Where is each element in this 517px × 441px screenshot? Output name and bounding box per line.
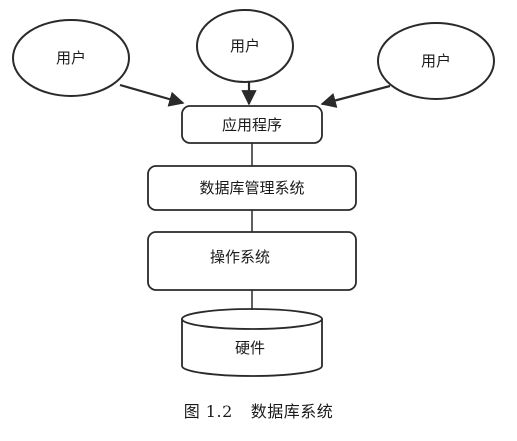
os-layer: 操作系统	[147, 231, 357, 291]
figure-number: 图 1.2	[183, 402, 233, 421]
arrow-left-user-to-app	[119, 83, 185, 107]
user-label-right: 用户	[421, 52, 451, 70]
application-label: 应用程序	[222, 116, 282, 134]
os-label: 操作系统	[210, 248, 270, 266]
dbms-label: 数据库管理系统	[199, 179, 304, 197]
hardware-layer: 硬件	[181, 308, 323, 377]
user-label-left: 用户	[56, 49, 86, 67]
user-label-center: 用户	[230, 37, 260, 55]
user-node-center: 用户	[196, 9, 294, 83]
hardware-label: 硬件	[235, 339, 265, 357]
application-layer: 应用程序	[181, 105, 323, 144]
user-node-left: 用户	[12, 19, 130, 97]
user-node-right: 用户	[377, 22, 495, 100]
arrow-right-user-to-app	[320, 84, 391, 108]
dbms-layer: 数据库管理系统	[147, 165, 357, 211]
figure-title: 数据库系统	[250, 402, 334, 421]
figure-caption: 图 1.2 数据库系统	[0, 398, 517, 422]
